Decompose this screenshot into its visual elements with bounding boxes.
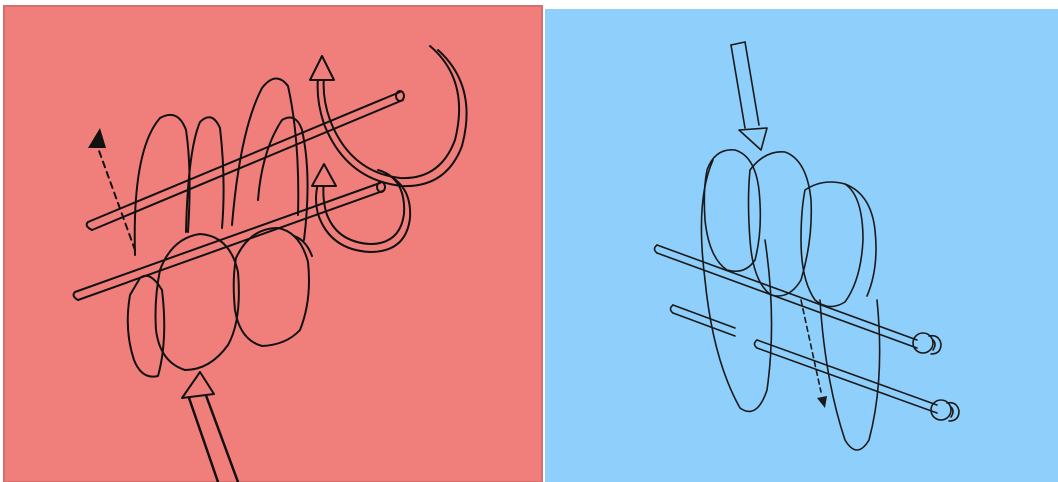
right-dental-diagram (545, 0, 1058, 482)
left-panel-background (4, 6, 542, 482)
left-illustration-panel (0, 0, 545, 482)
right-illustration-panel (545, 0, 1058, 482)
left-dental-diagram (0, 0, 545, 482)
